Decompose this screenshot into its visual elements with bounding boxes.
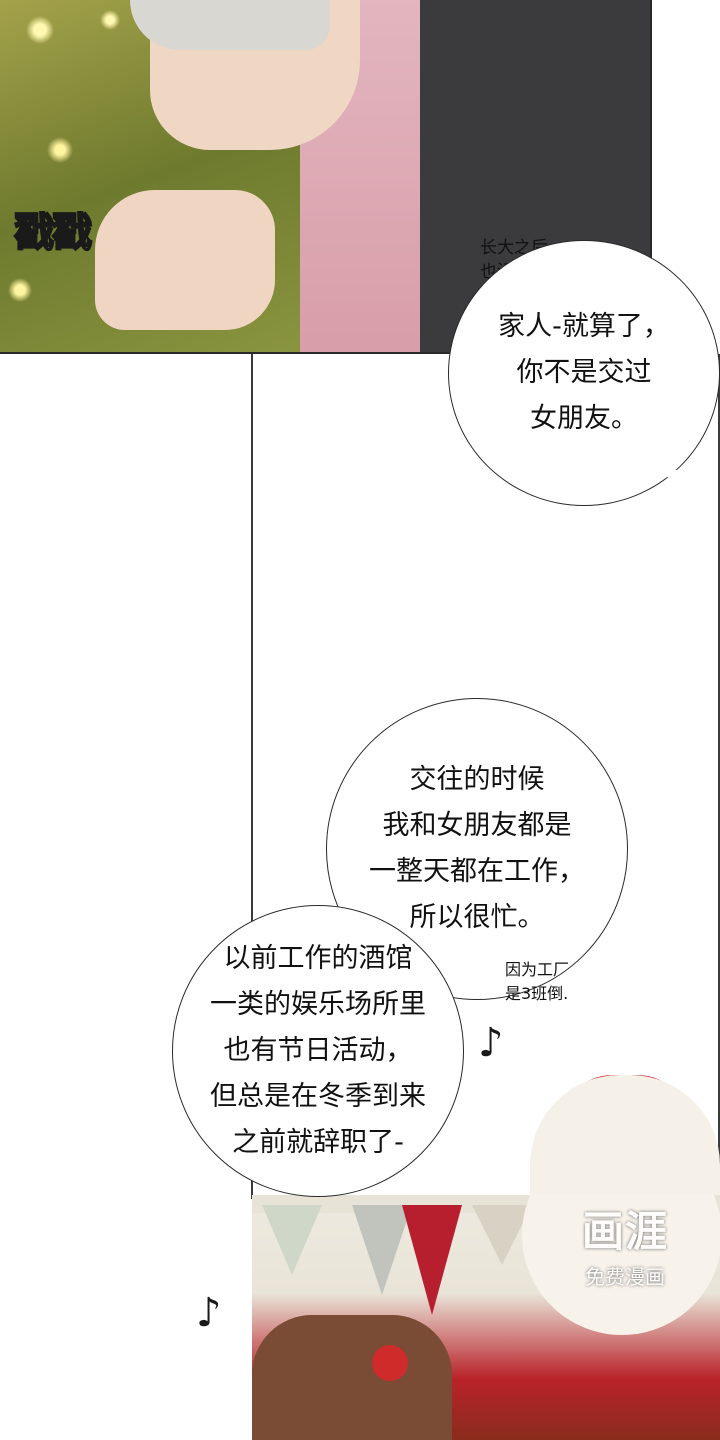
music-note-icon: ♪ (196, 1290, 222, 1336)
character-face (150, 0, 360, 150)
bubble-line: 你不是交过 (516, 357, 652, 388)
bottom-comic-panel (252, 1195, 720, 1440)
top-comic-panel: 戳戳 (0, 0, 652, 354)
watermark-logo: 画涯 (581, 1207, 668, 1256)
bubble-line: 但总是在冬季到来 (210, 1081, 426, 1112)
watermark-subtitle: 免费漫画 (585, 1265, 665, 1289)
bunting-flag (402, 1205, 462, 1315)
side-note-2: 因为工厂 是3班倒. (505, 958, 569, 1006)
side-note-line: 因为工厂 (505, 960, 570, 979)
bubble-line: 我和女朋友都是 (382, 810, 572, 841)
reindeer-nose (372, 1345, 408, 1381)
bubble-line: 一整天都在工作， (369, 856, 585, 887)
panel-border-line-right (718, 354, 720, 1440)
speech-bubble-1: 家人-就算了， 你不是交过 女朋友。 (448, 240, 720, 506)
reindeer-toy (252, 1315, 452, 1440)
bubble-line: 所以很忙。 (409, 902, 545, 933)
bubble-line: 家人-就算了， (498, 311, 670, 342)
bubble-line: 女朋友。 (530, 403, 638, 434)
panel-border-line (251, 354, 253, 1199)
music-note-icon: ♪ (478, 1020, 504, 1066)
bubble-line: 之前就辞职了- (232, 1127, 404, 1158)
ornament (210, 198, 240, 228)
bubble-line: 也有节日活动， (223, 1035, 413, 1066)
christmas-tree (0, 0, 300, 354)
pink-scarf (300, 0, 460, 354)
character-hand (95, 190, 275, 330)
bunting-flag (262, 1205, 322, 1275)
watermark: 画涯 免费漫画 (560, 1198, 690, 1290)
character-hair (130, 0, 330, 50)
bubble-line: 交往的时候 (409, 764, 545, 795)
bubble-line: 一类的娱乐场所里 (210, 989, 426, 1020)
side-note-line: 是3班倒. (505, 984, 569, 1003)
bubble-line: 以前工作的酒馆 (223, 943, 413, 974)
speech-bubble-3: 以前工作的酒馆 一类的娱乐场所里 也有节日活动， 但总是在冬季到来 之前就辞职了… (172, 905, 464, 1197)
bubble-tail (664, 470, 686, 494)
sound-effect-text: 戳戳 (13, 209, 93, 257)
santa-head-top (530, 1075, 720, 1205)
